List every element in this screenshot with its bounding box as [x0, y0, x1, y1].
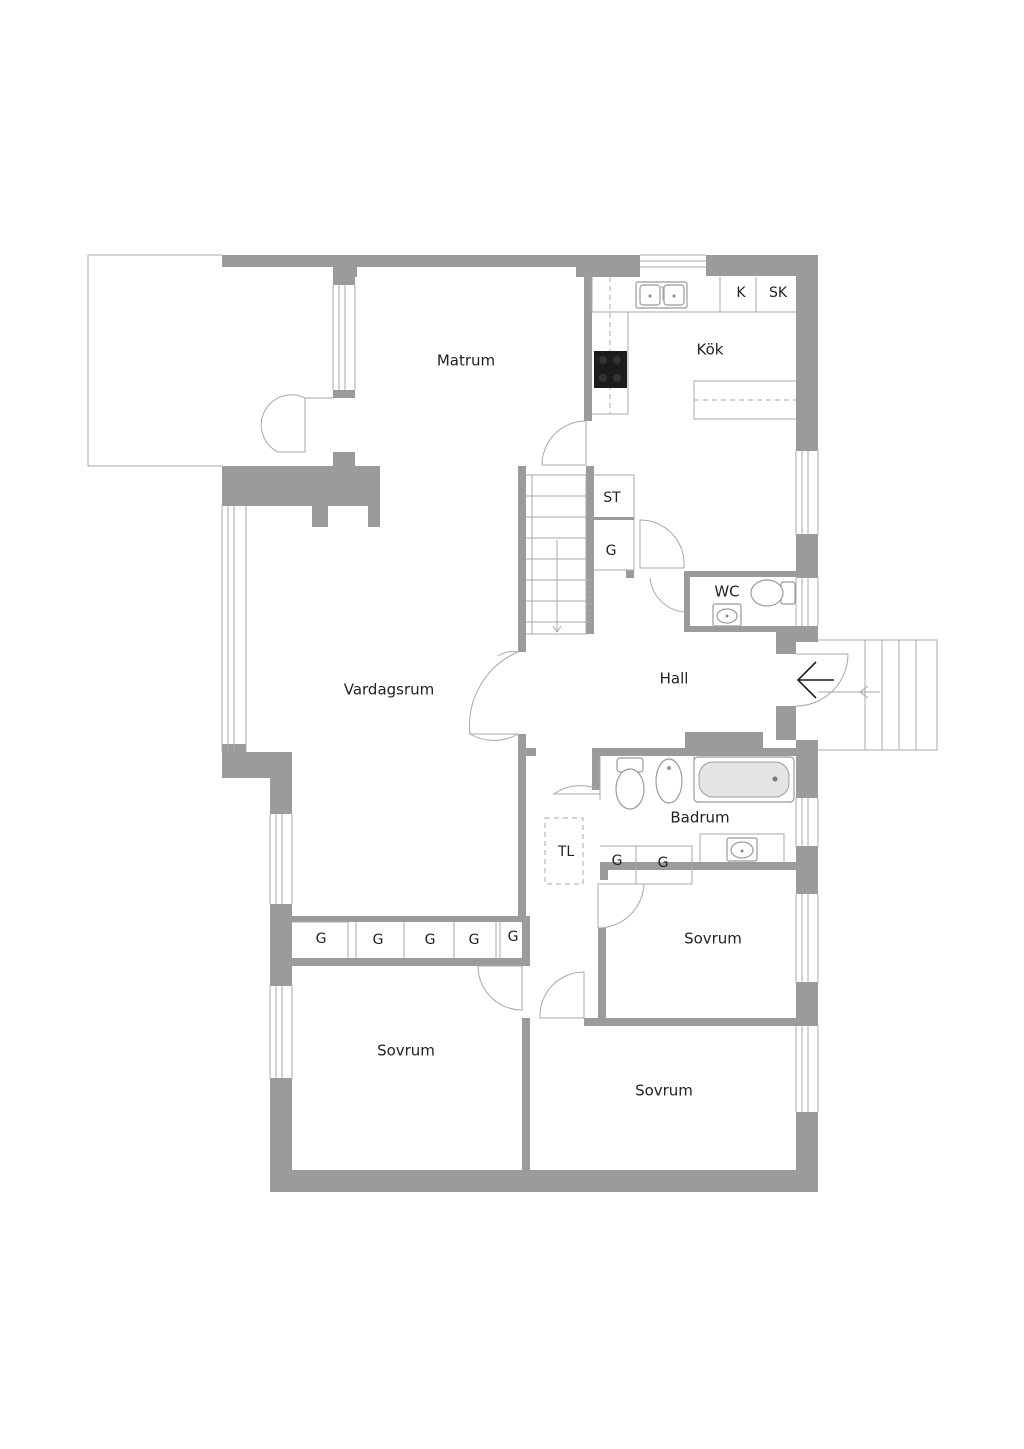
bathroom-fixtures — [544, 756, 795, 885]
door-swing-icon — [260, 394, 849, 1019]
closets-hall — [594, 474, 635, 571]
label-g-hall: G — [606, 543, 617, 559]
toilet-icon — [615, 757, 645, 810]
label-st: ST — [603, 490, 621, 506]
stairs-icon — [526, 474, 592, 635]
label-g-row-4: G — [469, 932, 480, 948]
room-label-sovrum-2: Sovrum — [377, 1042, 435, 1060]
room-label-sovrum-3: Sovrum — [635, 1082, 693, 1100]
interior-walls — [292, 277, 818, 1170]
closets-row — [292, 921, 501, 958]
sink-icon — [712, 603, 742, 627]
room-label-kok: Kök — [697, 341, 724, 359]
room-label-wc: WC — [714, 583, 739, 601]
label-g-row-5: G — [508, 929, 519, 945]
room-label-sovrum-1: Sovrum — [684, 930, 742, 948]
stove-icon — [594, 351, 627, 388]
toilet-icon — [750, 579, 796, 607]
label-g-row-3: G — [425, 932, 436, 948]
terrace-outline — [87, 254, 222, 467]
label-g-row-1: G — [316, 931, 327, 947]
bidet-icon — [655, 758, 683, 804]
windows — [221, 254, 819, 1112]
label-g-bath-2: G — [658, 855, 669, 871]
label-sk: SK — [769, 285, 788, 301]
room-label-matrum: Matrum — [437, 352, 495, 370]
label-k: K — [736, 285, 746, 301]
bathtub-icon — [693, 756, 795, 803]
room-label-hall: Hall — [660, 670, 689, 688]
wc-fixtures — [712, 579, 796, 627]
label-g-row-2: G — [373, 932, 384, 948]
sink-icon — [699, 833, 785, 862]
entrance-stairs — [818, 639, 938, 751]
exterior-walls — [222, 255, 818, 1192]
room-label-vardagsrum: Vardagsrum — [344, 681, 435, 699]
room-label-badrum: Badrum — [670, 809, 729, 827]
label-tl: TL — [557, 844, 575, 860]
kitchen-fixtures — [591, 277, 796, 420]
entrance-arrow-icon — [796, 661, 834, 699]
label-g-bath-1: G — [612, 853, 623, 869]
sink-icon — [635, 281, 688, 309]
